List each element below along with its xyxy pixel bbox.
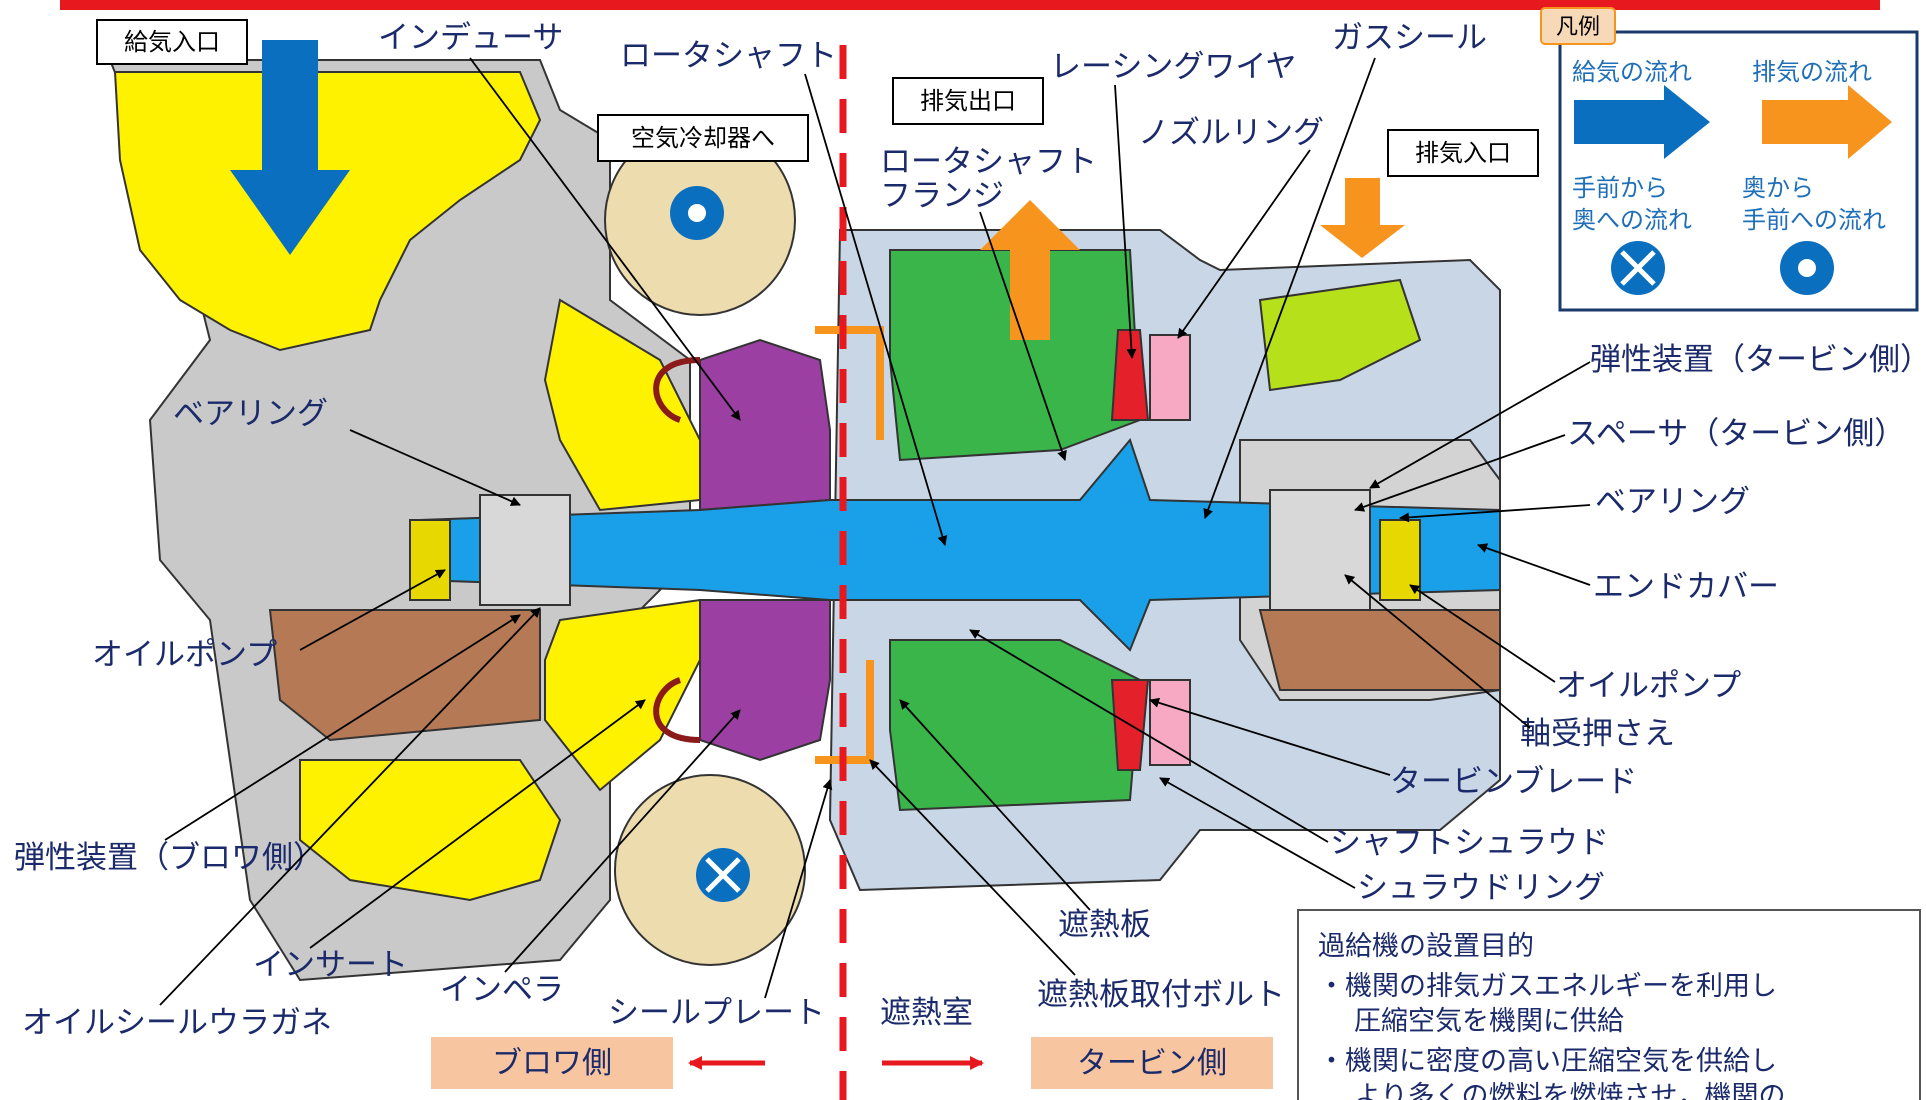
air-inlet-box: 給気入口 (96, 19, 248, 65)
bearing-left-housing (479, 494, 571, 606)
exhaust-inlet-box: 排気入口 (1387, 129, 1539, 177)
rotor-shaft-label: ロータシャフト (620, 38, 837, 74)
front-to-back-marker (696, 848, 750, 902)
legend-back-to-front-2: 手前への流れ (1742, 206, 1886, 234)
to-air-cooler-box: 空気冷却器へ (597, 114, 809, 162)
intake-arrow (230, 40, 350, 255)
nozzle-ring-label: ノズルリング (1138, 115, 1324, 151)
to-air-cooler-label: 空気冷却器へ (631, 124, 775, 152)
nozzle-ring-lower (1149, 679, 1191, 766)
elastic-turbine-label: 弾性装置（タービン側） (1590, 342, 1926, 378)
legend-exhaust-flow: 排気の流れ (1752, 58, 1872, 86)
legend-front-to-back-icon (1611, 241, 1665, 295)
purpose-line-4: より多くの燃料を燃焼させ，機関の (1354, 1081, 1785, 1100)
oil-pump-left-body (409, 519, 451, 601)
impeller-label: インペラ (440, 972, 564, 1008)
spacer-turbine-label: スペーサ（タービン側） (1567, 416, 1905, 452)
oil-pump-left-label: オイルポンプ (92, 637, 277, 673)
impeller-shroud-upper (653, 357, 701, 423)
exhaust-outlet-box: 排気出口 (892, 77, 1044, 125)
shroud-ring-label: シュラウドリング (1357, 870, 1605, 906)
heat-shield-room-label: 遮熱室 (880, 995, 973, 1031)
legend-intake-flow: 給気の流れ (1572, 58, 1692, 86)
shaft-shroud-label: シャフトシュラウド (1330, 825, 1609, 861)
impeller-lower (699, 599, 831, 762)
purpose-line-1: ・機関の排気ガスエネルギーを利用し (1318, 971, 1777, 1002)
legend-title: 凡例 (1556, 15, 1600, 40)
turbine-side-label: タービン側 (1077, 1046, 1227, 1081)
legend-front-to-back-2: 奥への流れ (1572, 206, 1692, 234)
heat-shield-bolt-label: 遮熱板取付ボルト (1037, 977, 1285, 1013)
back-to-front-marker (670, 186, 724, 240)
legend-title-badge (1540, 7, 1616, 45)
oil-seal-nut-label: オイルシールウラガネ (22, 1005, 332, 1041)
bearing-right-housing (1269, 489, 1371, 611)
exhaust-outlet-arrow (980, 200, 1080, 340)
turbine-side-indicator: タービン側 (882, 1037, 1273, 1089)
legend: 凡例 給気の流れ 排気の流れ 手前から 奥への流れ 奥から 手前への流れ (1540, 7, 1919, 312)
intake-casing (113, 71, 542, 352)
lacing-wire-label: レーシングワイヤ (1050, 49, 1296, 85)
turbocharger-cross-section (108, 59, 1501, 982)
diffuser-upper (543, 298, 701, 512)
legend-back-to-front-1: 奥から (1742, 174, 1814, 202)
oil-sump-right (1258, 609, 1501, 691)
bearing-left-label: ベアリング (173, 396, 328, 432)
air-inlet-label: 給気入口 (124, 28, 220, 56)
legend-intake-arrow (1574, 85, 1710, 159)
purpose-line-2: 圧縮空気を機関に供給 (1354, 1006, 1624, 1037)
purpose-line-3: ・機関に密度の高い圧縮空気を供給し (1318, 1046, 1777, 1077)
inducer-label: インデューサ (378, 20, 563, 56)
heat-shield-plate-label: 遮熱板 (1058, 907, 1151, 943)
purpose-title: 過給機の設置目的 (1318, 931, 1534, 962)
turbine-disk-lower (889, 639, 1142, 812)
legend-front-to-back-1: 手前から (1572, 174, 1668, 202)
legend-exhaust-arrow (1762, 85, 1892, 159)
rotor-flange-label-1: ロータシャフト (880, 144, 1097, 180)
turbine-blade-upper (1110, 329, 1150, 421)
rotor-flange-label-2: フランジ (880, 178, 1004, 214)
heat-shield-upper (815, 326, 884, 440)
blower-side-label: ブロワ側 (492, 1046, 612, 1081)
rotor-shaft (419, 437, 1501, 652)
bearing-holder-label: 軸受押さえ (1520, 716, 1675, 752)
bearing-right-label: ベアリング (1595, 484, 1750, 520)
seal-plate-label: シールプレート (608, 995, 825, 1031)
end-cover-label: エンドカバー (1593, 569, 1779, 605)
legend-back-to-front-icon (1780, 241, 1834, 295)
top-red-bar (60, 0, 1880, 10)
exhaust-outlet-label: 排気出口 (920, 87, 1016, 115)
impeller-shroud-lower (653, 677, 701, 743)
purpose-box: 過給機の設置目的 ・機関の排気ガスエネルギーを利用し 圧縮空気を機関に供給 ・機… (1297, 909, 1921, 1100)
elastic-blower-label: 弾性装置（ブロワ側） (14, 840, 324, 876)
oil-sump-left (268, 609, 541, 742)
nozzle-ring-upper (1149, 334, 1191, 421)
intake-casing-lower (299, 759, 562, 902)
leader-lines (159, 57, 1591, 1006)
insert-label: インサート (253, 947, 408, 983)
blower-side-indicator: ブロワ側 (431, 1037, 765, 1089)
gas-seal-label: ガスシール (1332, 20, 1487, 56)
turbine-blade-label: タービンブレード (1390, 764, 1637, 800)
exhaust-inlet-label: 排気入口 (1415, 139, 1511, 167)
exhaust-inlet-arrow (1320, 178, 1405, 258)
impeller-upper (699, 338, 831, 512)
guide-vane (1258, 278, 1422, 392)
oil-pump-right-label: オイルポンプ (1556, 668, 1741, 704)
